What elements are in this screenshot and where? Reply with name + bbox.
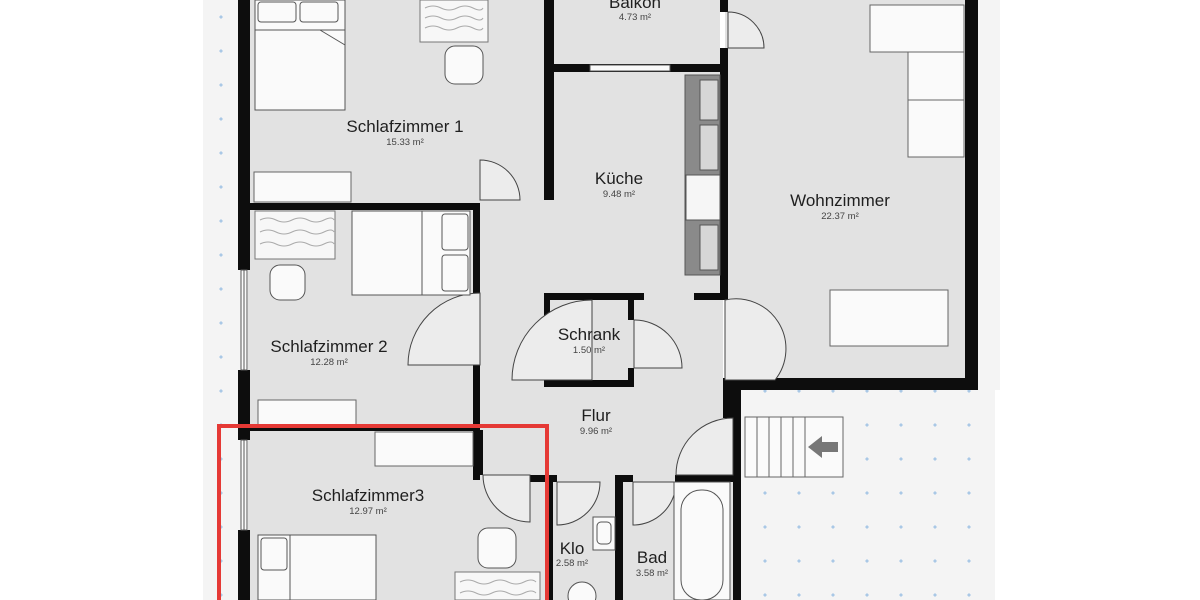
toilet-icon xyxy=(567,581,597,600)
sink-icon xyxy=(592,516,616,551)
room-area: 9.48 m² xyxy=(603,189,635,200)
room-name: Balkon xyxy=(609,0,661,12)
room-name: Schrank xyxy=(558,325,621,344)
wardrobe-icon xyxy=(253,171,352,203)
room-label-schrank: Schrank 1.50 m² xyxy=(558,325,621,356)
room-area: 9.96 m² xyxy=(580,426,612,437)
selected-room-highlight[interactable] xyxy=(217,424,549,600)
room-name: Wohnzimmer xyxy=(790,191,890,210)
room-label-schlafzimmer-1: Schlafzimmer 1 15.33 m² xyxy=(346,117,463,148)
room-area: 1.50 m² xyxy=(573,345,605,356)
bed-icon xyxy=(351,210,471,296)
desk-icon xyxy=(254,210,336,260)
door-icon xyxy=(407,11,787,526)
room-label-bad: Bad 3.58 m² xyxy=(636,548,668,579)
room-label-balkon: Balkon 4.73 m² xyxy=(609,0,661,23)
room-area: 3.58 m² xyxy=(636,568,668,579)
room-area: 15.33 m² xyxy=(386,137,424,148)
window-icon xyxy=(240,64,671,531)
chair-icon xyxy=(477,527,517,569)
bathtub-icon xyxy=(673,481,731,600)
desk-icon xyxy=(419,0,489,43)
room-label-klo: Klo 2.58 m² xyxy=(556,539,588,569)
room-name: Schlafzimmer 1 xyxy=(346,117,463,136)
arrow-left-icon xyxy=(808,436,838,458)
bed-icon xyxy=(257,534,377,600)
room-name: Klo xyxy=(560,539,585,558)
room-name: Schlafzimmer3 xyxy=(312,486,424,505)
room-area: 2.58 m² xyxy=(556,558,588,569)
sofa-icon xyxy=(907,44,965,158)
room-area: 12.28 m² xyxy=(310,357,348,368)
walls xyxy=(238,0,978,600)
chair-icon xyxy=(444,45,484,85)
room-name: Schlafzimmer 2 xyxy=(270,337,387,356)
armchair-icon xyxy=(869,4,965,53)
room-label-wohnzimmer: Wohnzimmer 22.37 m² xyxy=(790,191,890,222)
room-label-schlafzimmer-2: Schlafzimmer 2 12.28 m² xyxy=(270,337,387,368)
wardrobe-icon xyxy=(374,431,474,467)
room-name: Küche xyxy=(595,169,643,188)
room-label-flur: Flur 9.96 m² xyxy=(580,406,612,437)
wardrobe-icon xyxy=(257,399,357,426)
room-name: Flur xyxy=(581,406,611,425)
room-name: Bad xyxy=(637,548,667,567)
table-icon xyxy=(829,289,949,347)
room-area: 12.97 m² xyxy=(349,506,387,517)
stove-icon xyxy=(685,174,721,221)
room-label-kueche: Küche 9.48 m² xyxy=(595,169,643,200)
room-area: 22.37 m² xyxy=(821,211,859,222)
chair-icon xyxy=(269,264,306,301)
desk-icon xyxy=(454,571,541,600)
room-area: 4.73 m² xyxy=(619,12,651,23)
bed-icon xyxy=(254,0,346,111)
room-label-schlafzimmer-3: Schlafzimmer3 12.97 m² xyxy=(312,486,424,517)
